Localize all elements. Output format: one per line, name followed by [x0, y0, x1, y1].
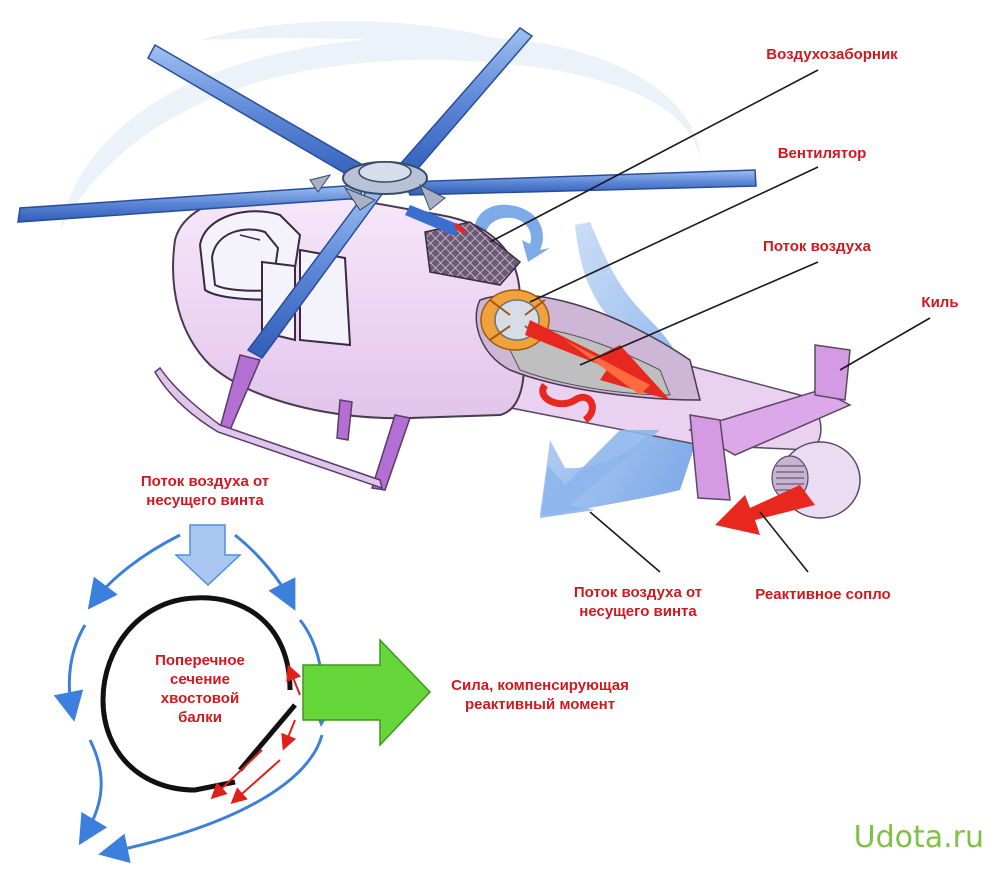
label-rotor-flow-right: Поток воздуха от несущего винта: [573, 584, 703, 620]
intake-swirl: [474, 204, 550, 262]
downwash-arrow-right: [540, 430, 660, 518]
label-fan: Вентилятор: [777, 145, 867, 162]
rotor-downflow-arrow: [174, 524, 242, 587]
label-cross-section: Поперечное сечение хвостовой балки: [155, 652, 245, 726]
fan-rotor: [480, 289, 550, 351]
label-fin: Киль: [921, 294, 959, 311]
internal-airflow-arrows: [525, 320, 670, 423]
label-compensating-force: Сила, компенсирующая реактивный момент: [451, 677, 629, 713]
tail-boom-section: [100, 595, 293, 793]
callout-lines: [489, 69, 931, 573]
label-air-flow: Поток воздуха: [763, 238, 871, 255]
landing-skids: [154, 354, 411, 491]
watermark: Udota.ru: [853, 820, 984, 855]
label-air-intake: Воздухозаборник: [766, 46, 898, 63]
cross-section-diagram: [53, 524, 432, 864]
compensating-force-arrow: [302, 638, 432, 747]
label-rotor-flow-left: Поток воздуха от несущего винта: [140, 473, 270, 509]
rotor-downwash-flow: [540, 222, 700, 515]
jet-exhaust-arrow: [715, 485, 815, 535]
label-jet-nozzle: Реактивное сопло: [755, 586, 891, 603]
main-rotor: [17, 27, 757, 359]
